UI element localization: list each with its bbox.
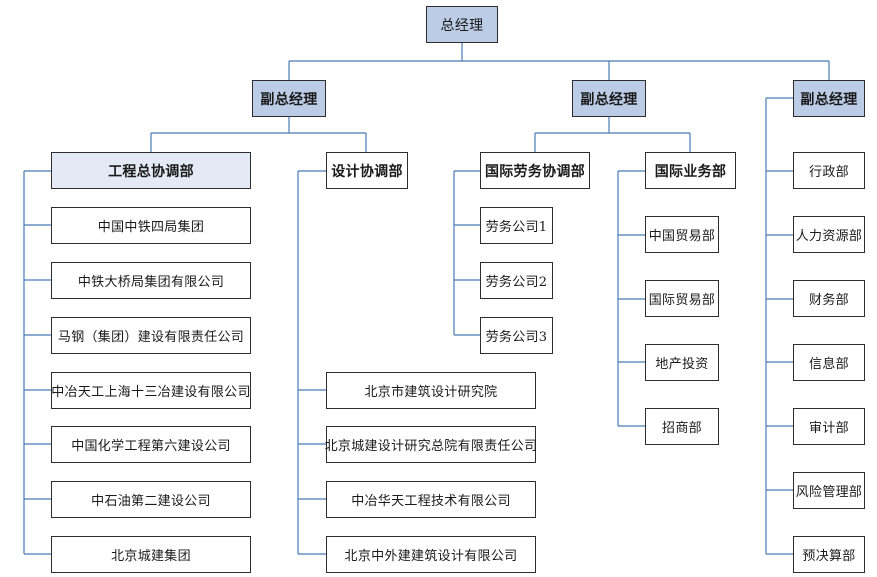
design-unit-1: 北京市建筑设计研究院 — [326, 372, 536, 409]
department-design: 设计协调部 — [326, 152, 408, 189]
labor-unit-2: 劳务公司2 — [480, 262, 553, 299]
engineering-unit-4: 中冶天工上海十三冶建设有限公司 — [51, 372, 251, 409]
department-engineering: 工程总协调部 — [51, 152, 251, 189]
engineering-unit-2: 中铁大桥局集团有限公司 — [51, 262, 251, 299]
business-unit-1: 中国贸易部 — [645, 216, 719, 253]
department-business: 国际业务部 — [645, 152, 736, 189]
design-unit-2: 北京城建设计研究总院有限责任公司 — [325, 426, 537, 463]
admin-unit-1: 行政部 — [793, 152, 865, 189]
business-unit-4: 招商部 — [645, 408, 719, 445]
engineering-unit-5: 中国化学工程第六建设公司 — [51, 426, 251, 463]
general-manager-box: 总经理 — [426, 6, 498, 43]
department-labor: 国际劳务协调部 — [480, 152, 590, 189]
design-unit-4: 北京中外建建筑设计有限公司 — [326, 536, 536, 573]
engineering-unit-3: 马钢（集团）建设有限责任公司 — [51, 317, 251, 354]
labor-unit-1: 劳务公司1 — [480, 207, 553, 244]
labor-unit-3: 劳务公司3 — [480, 317, 553, 354]
engineering-unit-1: 中国中铁四局集团 — [51, 207, 251, 244]
admin-unit-5: 审计部 — [793, 408, 865, 445]
engineering-unit-7: 北京城建集团 — [51, 536, 251, 573]
vice-manager-box-3: 副总经理 — [793, 80, 865, 117]
vice-manager-box-1: 副总经理 — [252, 80, 326, 117]
admin-unit-4: 信息部 — [793, 344, 865, 381]
design-unit-3: 中冶华天工程技术有限公司 — [326, 481, 536, 518]
vice-manager-box-2: 副总经理 — [572, 80, 646, 117]
admin-unit-6: 风险管理部 — [793, 472, 865, 509]
admin-unit-3: 财务部 — [793, 280, 865, 317]
admin-unit-2: 人力资源部 — [793, 216, 865, 253]
admin-unit-7: 预决算部 — [793, 536, 865, 573]
engineering-unit-6: 中石油第二建设公司 — [51, 481, 251, 518]
business-unit-3: 地产投资 — [645, 344, 719, 381]
business-unit-2: 国际贸易部 — [645, 280, 719, 317]
